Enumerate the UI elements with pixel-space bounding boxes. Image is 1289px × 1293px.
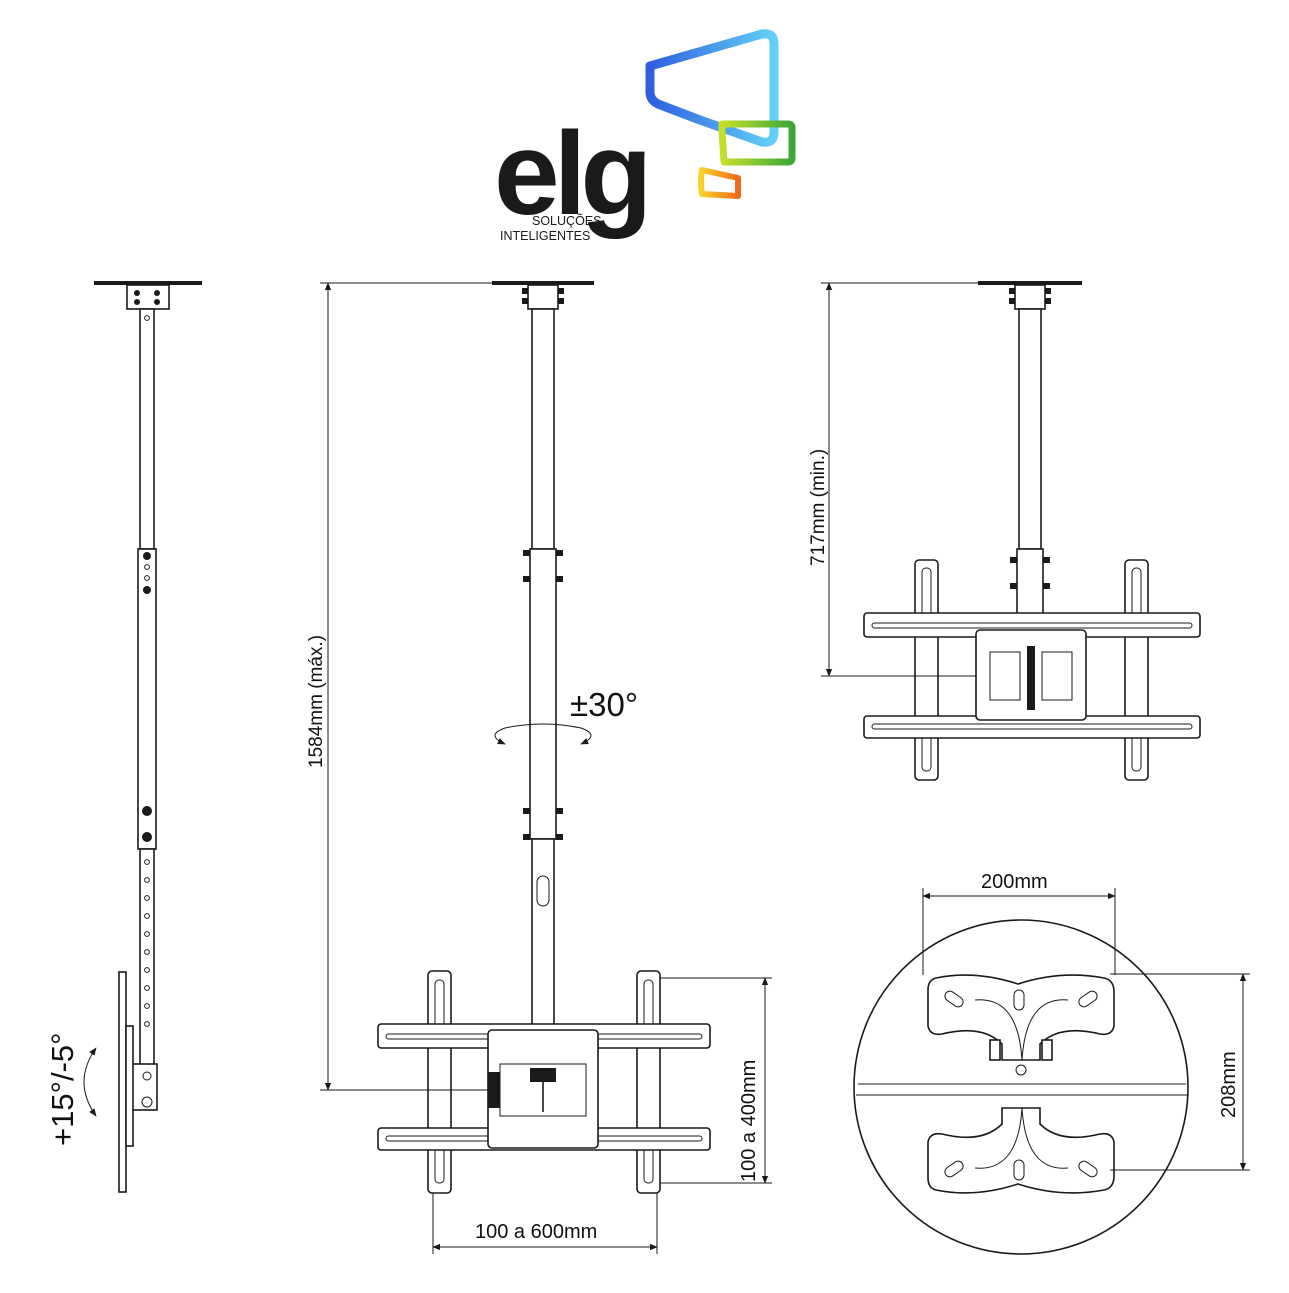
min-right-upright — [1124, 559, 1149, 781]
front-left-upright — [427, 970, 452, 1194]
side-upper-pole — [139, 308, 155, 550]
logo-wordmark: elg — [494, 108, 647, 240]
detail-bottom-plate — [927, 1107, 1115, 1194]
front-right-upright — [636, 970, 661, 1194]
plate-width-label: 200mm — [981, 871, 1048, 893]
brand-logo: elg SOLUÇÕES INTELIGENTES — [494, 29, 796, 243]
front-view-minimum: 717mm (min.) — [808, 281, 1201, 781]
front-view-extended: ±30° 1584mm (máx.) 100 a 600mm 100 — [306, 281, 772, 1254]
min-lower-pole — [1016, 548, 1044, 616]
front-ceiling-plate — [492, 281, 594, 285]
side-ceiling-plate — [94, 281, 202, 285]
detail-circle — [853, 919, 1189, 1255]
side-tilt-bracket — [130, 1063, 158, 1111]
side-view: +15°/-5° — [45, 281, 202, 1193]
detail-top-plate — [927, 974, 1115, 1061]
min-left-upright — [914, 559, 939, 781]
logo-tagline-line2: INTELIGENTES — [500, 229, 590, 243]
front-upper-pole — [531, 308, 555, 550]
min-height-label: 717mm (min.) — [808, 449, 829, 566]
max-height-label: 1584mm (máx.) — [306, 635, 327, 768]
plate-detail-view: 200mm 208mm — [853, 871, 1250, 1255]
vesa-vertical-label: 100 a 400mm — [738, 1060, 760, 1182]
front-middle-pole — [529, 548, 557, 840]
logo-mark-shapes — [645, 29, 796, 199]
tilt-label: +15°/-5° — [45, 1032, 80, 1146]
swivel-label: ±30° — [570, 686, 638, 723]
side-tv-plate — [118, 971, 127, 1193]
curved-tilt-arrow-icon — [83, 1047, 97, 1117]
logo-tagline-line1: SOLUÇÕES — [532, 213, 601, 228]
side-ceiling-bracket — [126, 284, 170, 310]
vesa-horizontal-label: 100 a 600mm — [475, 1221, 597, 1243]
swivel-rotation-arrow-icon — [494, 723, 592, 745]
min-upper-pole — [1018, 308, 1042, 550]
plate-height-label: 208mm — [1218, 1051, 1240, 1118]
